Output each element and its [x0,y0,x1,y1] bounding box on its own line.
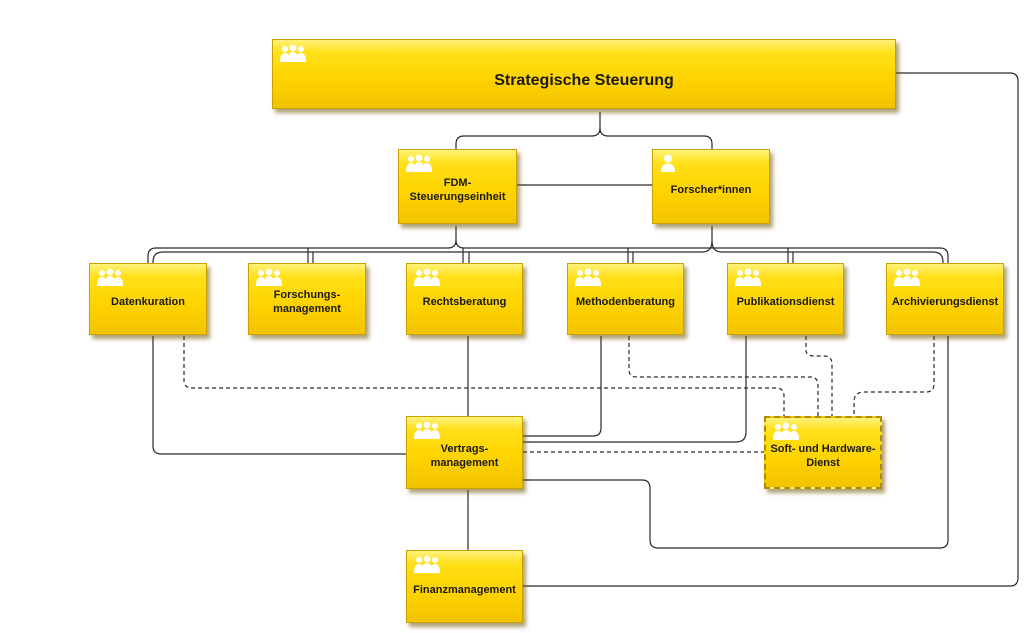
node-forschungsmanagement[interactable]: Forschungs- management [248,263,366,335]
node-label: Vertrags- management [430,442,499,469]
node-methodenberatung[interactable]: Methodenberatung [567,263,684,335]
connector-publikation-softhard [805,336,833,416]
connector-methoden-softhard [628,336,819,416]
node-label: Methodenberatung [576,296,675,308]
node-publikationsdienst[interactable]: Publikationsdienst [727,263,844,335]
node-label: Forscher*innen [670,183,752,196]
node-archivierungsdienst[interactable]: Archivierungsdienst [886,263,1004,335]
connector-datenkuration-softhard [183,336,785,416]
person-icon [658,154,678,177]
node-label: Finanzmanagement [413,583,516,596]
node-rechtsberatung[interactable]: Rechtsberatung [406,263,523,335]
group-icon [733,268,763,291]
group-icon [95,268,125,291]
connector-fdm-rail [147,226,457,264]
connector-top-bracket [455,112,601,150]
group-icon [412,421,442,444]
connector-forscher-rail [152,226,713,264]
group-icon [771,422,801,445]
connector-archiv-softhard [853,336,935,416]
connector-vertrag-archiv [523,336,949,549]
node-label: Strategische Steuerung [494,72,674,89]
connector-strategie-finanz [523,72,1019,587]
connector-publikation-vertrag [523,336,747,443]
group-icon [892,268,922,291]
node-fdm-steuerungseinheit[interactable]: FDM- Steuerungseinheit [398,149,517,224]
group-icon [412,555,442,578]
node-label: Publikationsdienst [736,296,835,308]
node-label: Forschungs- management [273,289,341,315]
node-finanzmanagement[interactable]: Finanzmanagement [406,550,523,623]
connector-fdm-rail-right [455,239,949,264]
node-label: Datenkuration [111,296,185,308]
node-forscher-innen[interactable]: Forscher*innen [652,149,770,224]
node-vertragsmanagement[interactable]: Vertrags- management [406,416,523,489]
node-datenkuration[interactable]: Datenkuration [89,263,207,335]
group-icon [404,154,434,177]
node-label: FDM- Steuerungseinheit [409,176,506,203]
group-icon [573,268,603,291]
connector-datenkuration-vertrag [152,336,406,455]
group-icon [278,44,308,67]
node-label: Archivierungsdienst [891,296,999,308]
group-icon [412,268,442,291]
group-icon [254,268,284,291]
connector-top-bracket-right [599,127,713,150]
connector-forscher-rail-right [711,240,944,264]
node-label: Soft- und Hardware- Dienst [770,442,876,469]
node-strategische-steuerung[interactable]: Strategische Steuerung [272,39,896,109]
node-soft-hardware-dienst[interactable]: Soft- und Hardware- Dienst [764,416,882,489]
node-label: Rechtsberatung [422,296,507,308]
connector-methoden-vertrag [523,336,602,437]
